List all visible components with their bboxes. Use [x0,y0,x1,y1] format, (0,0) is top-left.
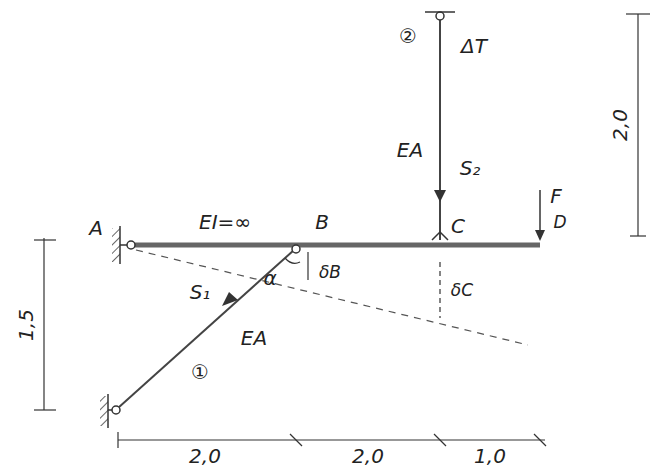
deflection-line [136,250,528,345]
dimension-tick [534,434,546,446]
dimension-line [637,14,638,236]
delta-b-line [307,252,308,280]
pin-bottom [112,406,120,414]
pin-a [127,241,135,249]
temperature-label: ΔT [461,36,487,56]
pin-link [108,409,112,411]
wall-hatch [100,396,108,426]
ceiling-line [425,11,455,13]
force-label: S₁ [190,282,211,302]
dimension-tick [630,235,646,236]
point-label: C [451,216,465,236]
dimension-line [43,238,44,410]
stiffness-label: EA [397,140,423,160]
angle-arc [285,258,300,263]
pin-b [292,245,300,253]
wall-line [107,394,109,428]
stiffness-label: EA [241,328,267,348]
force-arrowhead [434,190,446,202]
dimension-tick [34,409,56,410]
delta-c-line [439,262,440,318]
angle-label: α [263,268,276,288]
dimension-label: 2,0 [189,446,221,466]
callout-number: ② [399,26,417,46]
rigid-beam [132,243,540,248]
force-label: S₂ [460,158,481,178]
wall-hatch [112,228,120,262]
force-label: F [550,186,562,206]
pin-top [436,12,444,20]
point-label: D [553,214,566,231]
dimension-tick [434,434,446,446]
dimension-line [118,439,545,440]
displacement-label: δB [319,264,341,281]
load-arrowhead [535,230,545,241]
dimension-tick [290,434,302,446]
callout-number: ① [191,362,209,382]
dimension-tick [626,13,650,14]
load-arrow [539,190,541,236]
dimension-label: 2,0 [352,446,384,466]
displacement-label: δC [451,282,473,299]
point-label: A [89,218,103,238]
dimension-label: 2,0 [610,109,630,141]
dimension-label: 1,5 [16,309,36,341]
dimension-label: 1,0 [474,446,506,466]
bar-2 [439,20,441,240]
point-label: B [315,212,329,232]
stiffness-label: EI=∞ [199,212,251,232]
bar-1 [118,250,294,408]
pin-c [432,232,448,240]
force-arrowhead [222,292,238,306]
dimension-tick [34,239,56,240]
dimension-tick [117,432,118,448]
